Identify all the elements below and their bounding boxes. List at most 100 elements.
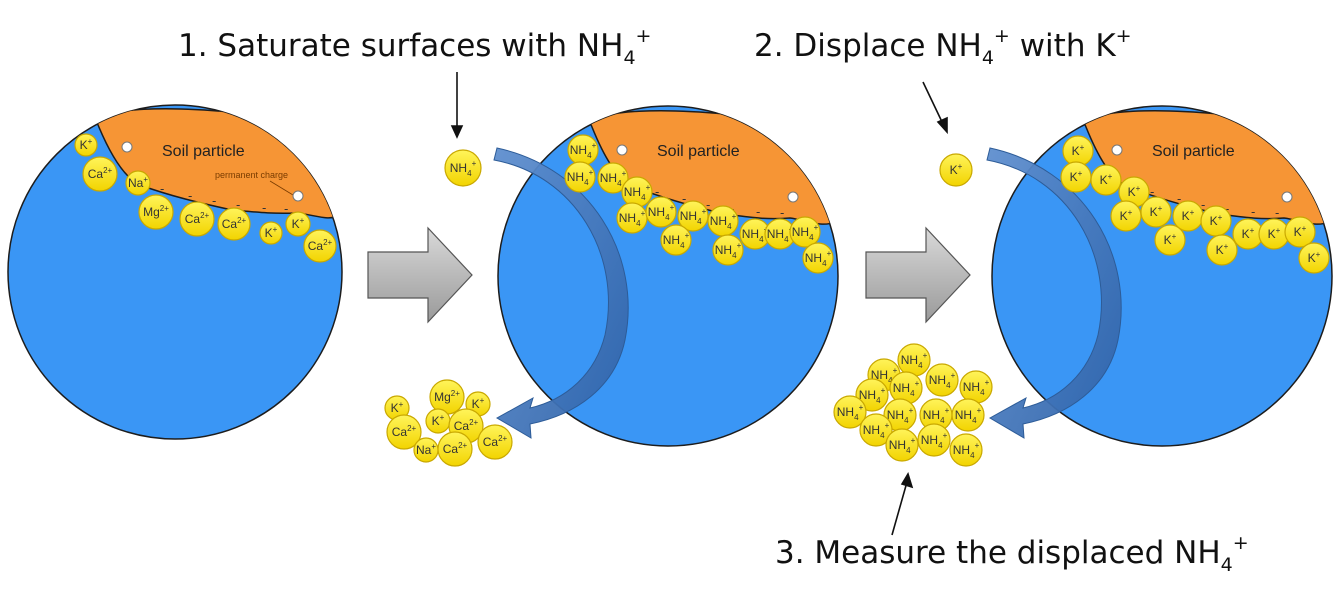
curved-arrow-2	[986, 147, 1122, 439]
negative-charge-mark: -	[1275, 206, 1279, 220]
ion-circle	[285, 211, 311, 237]
ion-nh4: NH4+	[949, 433, 983, 467]
negative-site-2a	[616, 144, 628, 156]
ion-circle	[645, 196, 677, 228]
ion-nh4: NH4+	[889, 371, 923, 405]
ion-circle	[74, 133, 98, 157]
ion-circle	[597, 162, 629, 194]
ion-k: K+	[1060, 161, 1092, 193]
ion-label: NH4+	[567, 168, 594, 187]
ion-k: K+	[1090, 164, 1122, 196]
ion-label: K+	[1072, 143, 1085, 158]
ion-nh4: NH4+	[712, 234, 744, 266]
ion-label: Ca2+	[222, 216, 247, 231]
ion-k: K+	[1232, 218, 1264, 250]
ion-circle	[949, 433, 983, 467]
ion-nh4: NH4+	[833, 395, 867, 429]
ion-label: K+	[265, 225, 278, 240]
ion-circle	[82, 156, 118, 192]
ion-label: NH4+	[805, 249, 832, 268]
ion-label: K+	[1100, 172, 1113, 187]
ion-circle	[885, 428, 919, 462]
ion-label: K+	[1294, 224, 1307, 239]
negative-charge-mark: -	[1177, 192, 1181, 206]
ion-nh4: NH4+	[855, 378, 889, 412]
ion-k: K+	[1298, 242, 1330, 274]
ion-label: NH4+	[715, 241, 742, 260]
ion-label: K+	[1216, 242, 1229, 257]
ion-label: NH4+	[929, 371, 956, 390]
negative-site-1b	[292, 190, 304, 202]
ion-ca: Ca2+	[386, 414, 422, 450]
ion-label: Ca2+	[308, 238, 333, 253]
ion-nh4: NH4+	[859, 413, 893, 447]
ion-nh4: NH4+	[444, 149, 482, 187]
ion-label: K+	[1268, 226, 1281, 241]
negative-charge-mark: -	[682, 192, 686, 206]
step2-heading: 2. Displace NH4+ with K+	[754, 25, 1132, 69]
ion-label: NH4+	[450, 159, 477, 178]
ion-label: NH4+	[887, 406, 914, 425]
ion-label: K+	[1120, 208, 1133, 223]
ion-circle	[925, 363, 959, 397]
ion-k: K+	[425, 408, 451, 434]
ion-circle	[179, 201, 215, 237]
sphere-1: Soil particle permanent charge	[7, 104, 343, 440]
ion-nh4: NH4+	[677, 200, 709, 232]
ion-label: K+	[1182, 208, 1195, 223]
ion-circle	[437, 431, 473, 467]
negative-charge-mark: -	[160, 182, 164, 196]
ion-label: NH4+	[663, 231, 690, 250]
ion-circle	[712, 234, 744, 266]
negative-charge-mark: -	[188, 189, 192, 203]
negative-charge-mark: -	[262, 201, 266, 215]
sphere-3: Soil particle	[991, 105, 1333, 447]
ion-label: NH4+	[710, 212, 737, 231]
ion-label: Ca2+	[443, 441, 468, 456]
ion-label: NH4+	[600, 169, 627, 188]
ion-k: K+	[1172, 200, 1204, 232]
ion-k: K+	[1258, 218, 1290, 250]
negative-site-2b	[787, 191, 799, 203]
ion-circle	[951, 398, 985, 432]
ion-label: NH4+	[648, 203, 675, 222]
ion-nh4: NH4+	[645, 196, 677, 228]
ion-k: K+	[285, 211, 311, 237]
ion-label: NH4+	[871, 366, 898, 385]
ion-circle	[855, 378, 889, 412]
ion-ca: Ca2+	[303, 229, 337, 263]
ion-label: Ca2+	[185, 211, 210, 226]
step3-heading: 3. Measure the displaced NH4+	[775, 532, 1249, 576]
ion-na: Na+	[125, 170, 151, 196]
negative-charge-mark: -	[1201, 198, 1205, 212]
ion-nh4: NH4+	[616, 202, 648, 234]
ion-label: NH4+	[619, 209, 646, 228]
ion-k: K+	[1062, 135, 1094, 167]
ion-nh4: NH4+	[597, 162, 629, 194]
ion-ca: Ca2+	[477, 424, 513, 460]
negative-charge-mark: -	[655, 185, 659, 199]
negative-charge-mark: -	[756, 205, 760, 219]
ion-label: NH4+	[680, 207, 707, 226]
ion-nh4: NH4+	[621, 176, 653, 208]
ion-circle	[789, 216, 821, 248]
ion-label: NH4+	[863, 421, 890, 440]
pointer-arrow-step2	[922, 81, 944, 125]
ion-nh4: NH4+	[917, 423, 951, 457]
ion-label: Ca2+	[483, 434, 508, 449]
negative-charge-mark: -	[780, 206, 784, 220]
negative-charge-mark: -	[1251, 205, 1255, 219]
ion-label: Mg2+	[434, 389, 460, 404]
ion-nh4: NH4+	[883, 398, 917, 432]
permanent-charge-pointer	[269, 180, 294, 196]
ion-k: K+	[1140, 196, 1172, 228]
ion-ca: Ca2+	[82, 156, 118, 192]
ion-circle	[444, 149, 482, 187]
ion-k: K+	[1110, 200, 1142, 232]
ion-ca: Ca2+	[179, 201, 215, 237]
ion-nh4: NH4+	[660, 224, 692, 256]
ion-circle	[1206, 234, 1238, 266]
negative-charge-mark: -	[706, 198, 710, 212]
ion-label: NH4+	[792, 223, 819, 242]
